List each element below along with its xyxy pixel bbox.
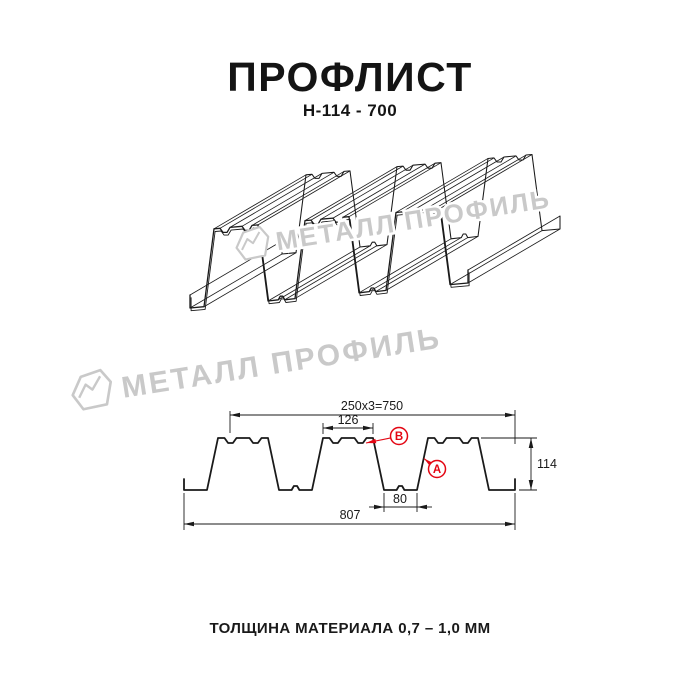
profile-model: Н-114 - 700 (302, 101, 398, 120)
page-title: ПРОФЛИСТ (227, 54, 473, 100)
dim-label-height: 114 (537, 457, 557, 471)
profile-geometry (183, 153, 561, 530)
marker-b-circle (389, 426, 409, 446)
watermark-text-lower: МЕТАЛЛ ПРОФИЛЬ (119, 322, 443, 405)
metall-profil-logo-icon (235, 225, 270, 261)
dim-label-valley-width: 80 (393, 492, 407, 506)
dimension-labels: 250x3=750 126 80 807 114 В А (338, 399, 557, 522)
marker-a-circle (427, 459, 447, 479)
thickness-note: ТОЛЩИНА МАТЕРИАЛА 0,7 – 1,0 ММ (209, 620, 491, 637)
dim-label-total-width: 807 (340, 508, 361, 522)
marker-b-label: В (395, 431, 403, 443)
watermark-text-upper: МЕТАЛЛ ПРОФИЛЬ (274, 183, 553, 256)
metall-profil-logo-icon (71, 368, 113, 411)
dim-label-flange-width: 126 (338, 413, 359, 427)
watermarks: МЕТАЛЛ ПРОФИЛЬ МЕТАЛЛ ПРОФИЛЬ (71, 181, 555, 411)
marker-a-label: А (433, 464, 441, 476)
dim-label-top-span: 250x3=750 (341, 399, 403, 413)
